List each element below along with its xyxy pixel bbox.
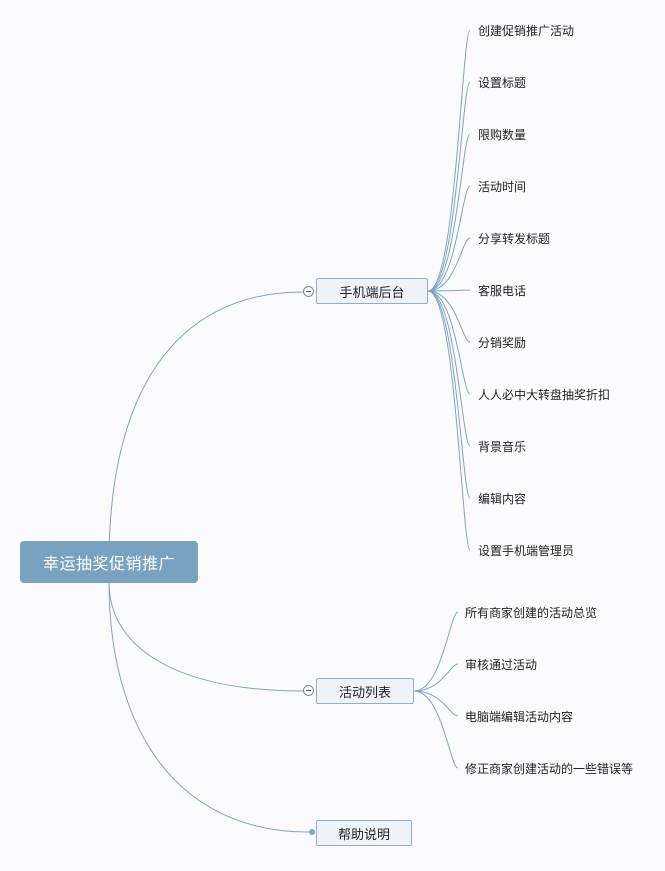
leaf-topic[interactable]: 分享转发标题 — [478, 232, 551, 246]
branch-topic-activity-list[interactable]: 活动列表 — [316, 678, 414, 704]
root-to-branch-line — [108, 581, 304, 692]
branch-to-leaf-line — [427, 237, 471, 292]
branch-to-leaf-line — [427, 289, 471, 292]
leaf-topic[interactable]: 创建促销推广活动 — [478, 24, 575, 38]
branch-to-leaf-line — [413, 611, 459, 692]
leaf-topic[interactable]: 分销奖励 — [478, 336, 527, 350]
collapse-toggle-icon[interactable] — [303, 685, 314, 696]
branch-to-leaf-line — [427, 290, 471, 343]
leaf-topic[interactable]: 设置标题 — [478, 76, 527, 90]
leaf-topic[interactable]: 活动时间 — [478, 180, 527, 194]
branch-to-leaf-line — [427, 133, 471, 292]
branch-to-leaf-line — [427, 185, 471, 292]
branch-to-leaf-line — [427, 81, 471, 292]
branch-to-leaf-line — [413, 663, 459, 692]
branch-to-leaf-line — [413, 690, 459, 769]
branch-to-leaf-line — [427, 290, 471, 499]
branch-to-leaf-line — [427, 290, 471, 395]
branch-topic-help[interactable]: 帮助说明 — [316, 820, 412, 846]
collapse-toggle-icon[interactable] — [303, 286, 314, 297]
leaf-topic[interactable]: 审核通过活动 — [465, 658, 538, 672]
branch-topic-mobile-admin[interactable]: 手机端后台 — [316, 278, 428, 304]
branch-to-leaf-line — [427, 29, 471, 292]
leaf-topic[interactable]: 人人必中大转盘抽奖折扣 — [478, 388, 611, 402]
leaf-topic[interactable]: 所有商家创建的活动总览 — [465, 606, 598, 620]
root-to-branch-line — [108, 291, 304, 563]
root-to-branch-line — [108, 581, 310, 833]
leaf-topic[interactable]: 电脑端编辑活动内容 — [465, 710, 574, 724]
leaf-topic[interactable]: 背景音乐 — [478, 440, 527, 454]
branch-to-leaf-line — [427, 290, 471, 447]
leaf-topic[interactable]: 修正商家创建活动的一些错误等 — [465, 762, 634, 776]
leaf-topic[interactable]: 客服电话 — [478, 284, 527, 298]
root-topic[interactable]: 幸运抽奖促销推广 — [20, 541, 198, 583]
leaf-topic[interactable]: 限购数量 — [478, 128, 527, 142]
leaf-topic[interactable]: 编辑内容 — [478, 492, 527, 506]
branch-to-leaf-line — [427, 290, 471, 551]
branch-to-leaf-line — [413, 690, 459, 717]
branch-endpoint-dot — [309, 829, 315, 835]
leaf-topic[interactable]: 设置手机端管理员 — [478, 544, 575, 558]
